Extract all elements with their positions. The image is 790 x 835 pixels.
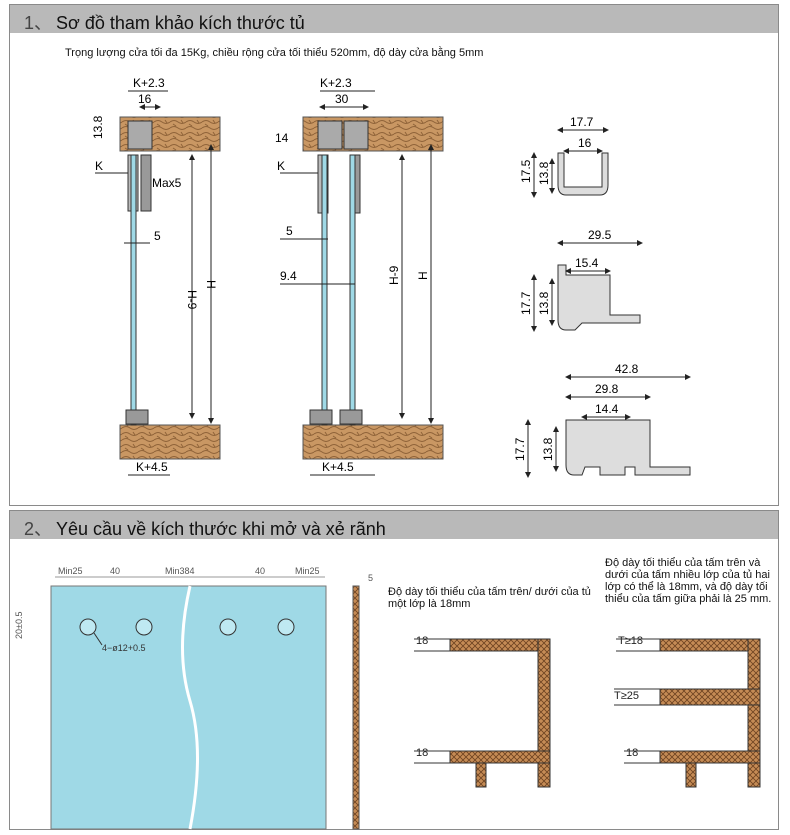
cab-double-top: T≥18 — [618, 635, 643, 647]
dim-track-height-double: 14 — [275, 131, 289, 145]
dim-height-double: H — [416, 271, 430, 280]
dim-inner-height: H-9 — [185, 290, 199, 310]
profile-triple-outer-height: 17.7 — [513, 437, 527, 461]
dim-k: K — [95, 159, 103, 173]
profile-triple-outer-width: 42.8 — [615, 362, 639, 376]
profile-double-inner-width: 15.4 — [575, 256, 599, 270]
glass-min-mid: Min384 — [165, 566, 195, 576]
cabinet-diagram: K+2.3 16 13.8 K Max5 5 H-9 H K+4.5 — [91, 76, 691, 478]
dim-inner-height-double: H-9 — [387, 265, 401, 285]
dim-max-gap: Max5 — [152, 176, 182, 190]
profile-double-outer-width: 29.5 — [588, 228, 612, 242]
cab-single-bottom: 18 — [416, 747, 428, 759]
profile-single-inner-width: 16 — [578, 136, 592, 150]
dim-top-width: K+2.3 — [133, 76, 165, 90]
cab-double-bottom: 18 — [626, 747, 638, 759]
dim-door-gap: 9.4 — [280, 269, 297, 283]
profile-single-inner-height: 13.8 — [537, 161, 551, 185]
profile-triple-inner-height: 13.8 — [541, 437, 555, 461]
glass-min-left: Min25 — [58, 566, 83, 576]
glass-hole-offset: 20±0.5 — [14, 612, 24, 639]
dim-height: H — [204, 280, 218, 289]
section-number: 2、 — [24, 519, 53, 539]
note-double-layer: Độ dày tối thiểu của tấm trên và dưới củ… — [605, 557, 772, 605]
section-cabinet-dimensions: 1、Sơ đồ tham khảo kích thước tủ Trọng lư… — [9, 4, 779, 506]
glass-hole-spec: 4−ø12+0.5 — [102, 643, 146, 653]
profile-double-inner-height: 13.8 — [537, 291, 551, 315]
dim-track-width: 16 — [138, 92, 152, 106]
glass-thickness: 5 — [368, 573, 373, 583]
dim-top-width-double: K+2.3 — [320, 76, 352, 90]
cabinet-section-single: 18 18 — [414, 635, 551, 788]
dim-bottom-width: K+4.5 — [136, 460, 168, 474]
section-title: Sơ đồ tham khảo kích thước tủ — [56, 13, 305, 33]
profile-triple: 42.8 29.8 14.4 17.7 13.8 — [513, 362, 691, 478]
profile-single: 17.7 16 17.5 13.8 — [519, 115, 609, 198]
dim-bottom-width-double: K+4.5 — [322, 460, 354, 474]
cab-single-top: 18 — [416, 635, 428, 647]
section-number: 1、 — [24, 13, 53, 33]
profile-single-outer-height: 17.5 — [519, 159, 533, 183]
section-subtitle: Trọng lượng cửa tối đa 15Kg, chiều rộng … — [65, 47, 484, 59]
profile-double-outer-height: 17.7 — [519, 291, 533, 315]
dim-track-width-double: 30 — [335, 92, 349, 106]
glass-spacing-right: 40 — [255, 566, 265, 576]
note-single-layer: Độ dày tối thiểu của tấm trên/ dưới của … — [388, 586, 591, 610]
section-title: Yêu cầu về kích thước khi mở và xẻ rãnh — [56, 519, 386, 539]
profile-double: 29.5 15.4 17.7 13.8 — [519, 228, 643, 332]
dim-track-height: 13.8 — [91, 115, 105, 139]
cab-double-middle: T≥25 — [614, 690, 639, 702]
section-header: 1、Sơ đồ tham khảo kích thước tủ — [10, 5, 778, 33]
dim-k-double: K — [277, 159, 285, 173]
dim-door-thickness: 5 — [154, 229, 161, 243]
glass-drilling-diagram: Min25 40 Min384 40 Min25 20±0.5 4−ø12+0.… — [14, 566, 373, 830]
profile-triple-inner-width: 14.4 — [595, 402, 619, 416]
profile-triple-mid-width: 29.8 — [595, 382, 619, 396]
profile-single-outer-width: 17.7 — [570, 115, 594, 129]
glass-min-right: Min25 — [295, 566, 320, 576]
section-header: 2、Yêu cầu về kích thước khi mở và xẻ rãn… — [10, 511, 778, 539]
section-opening-requirements: 2、Yêu cầu về kích thước khi mở và xẻ rãn… — [9, 510, 779, 830]
double-door-diagram: K+2.3 30 14 K 5 9.4 H-9 H K+4.5 — [275, 76, 444, 476]
single-door-diagram: K+2.3 16 13.8 K Max5 5 H-9 H K+4.5 — [91, 76, 221, 476]
glass-spacing-left: 40 — [110, 566, 120, 576]
dim-door-thickness-double: 5 — [286, 224, 293, 238]
cabinet-section-double: T≥18 T≥25 18 — [614, 635, 761, 788]
